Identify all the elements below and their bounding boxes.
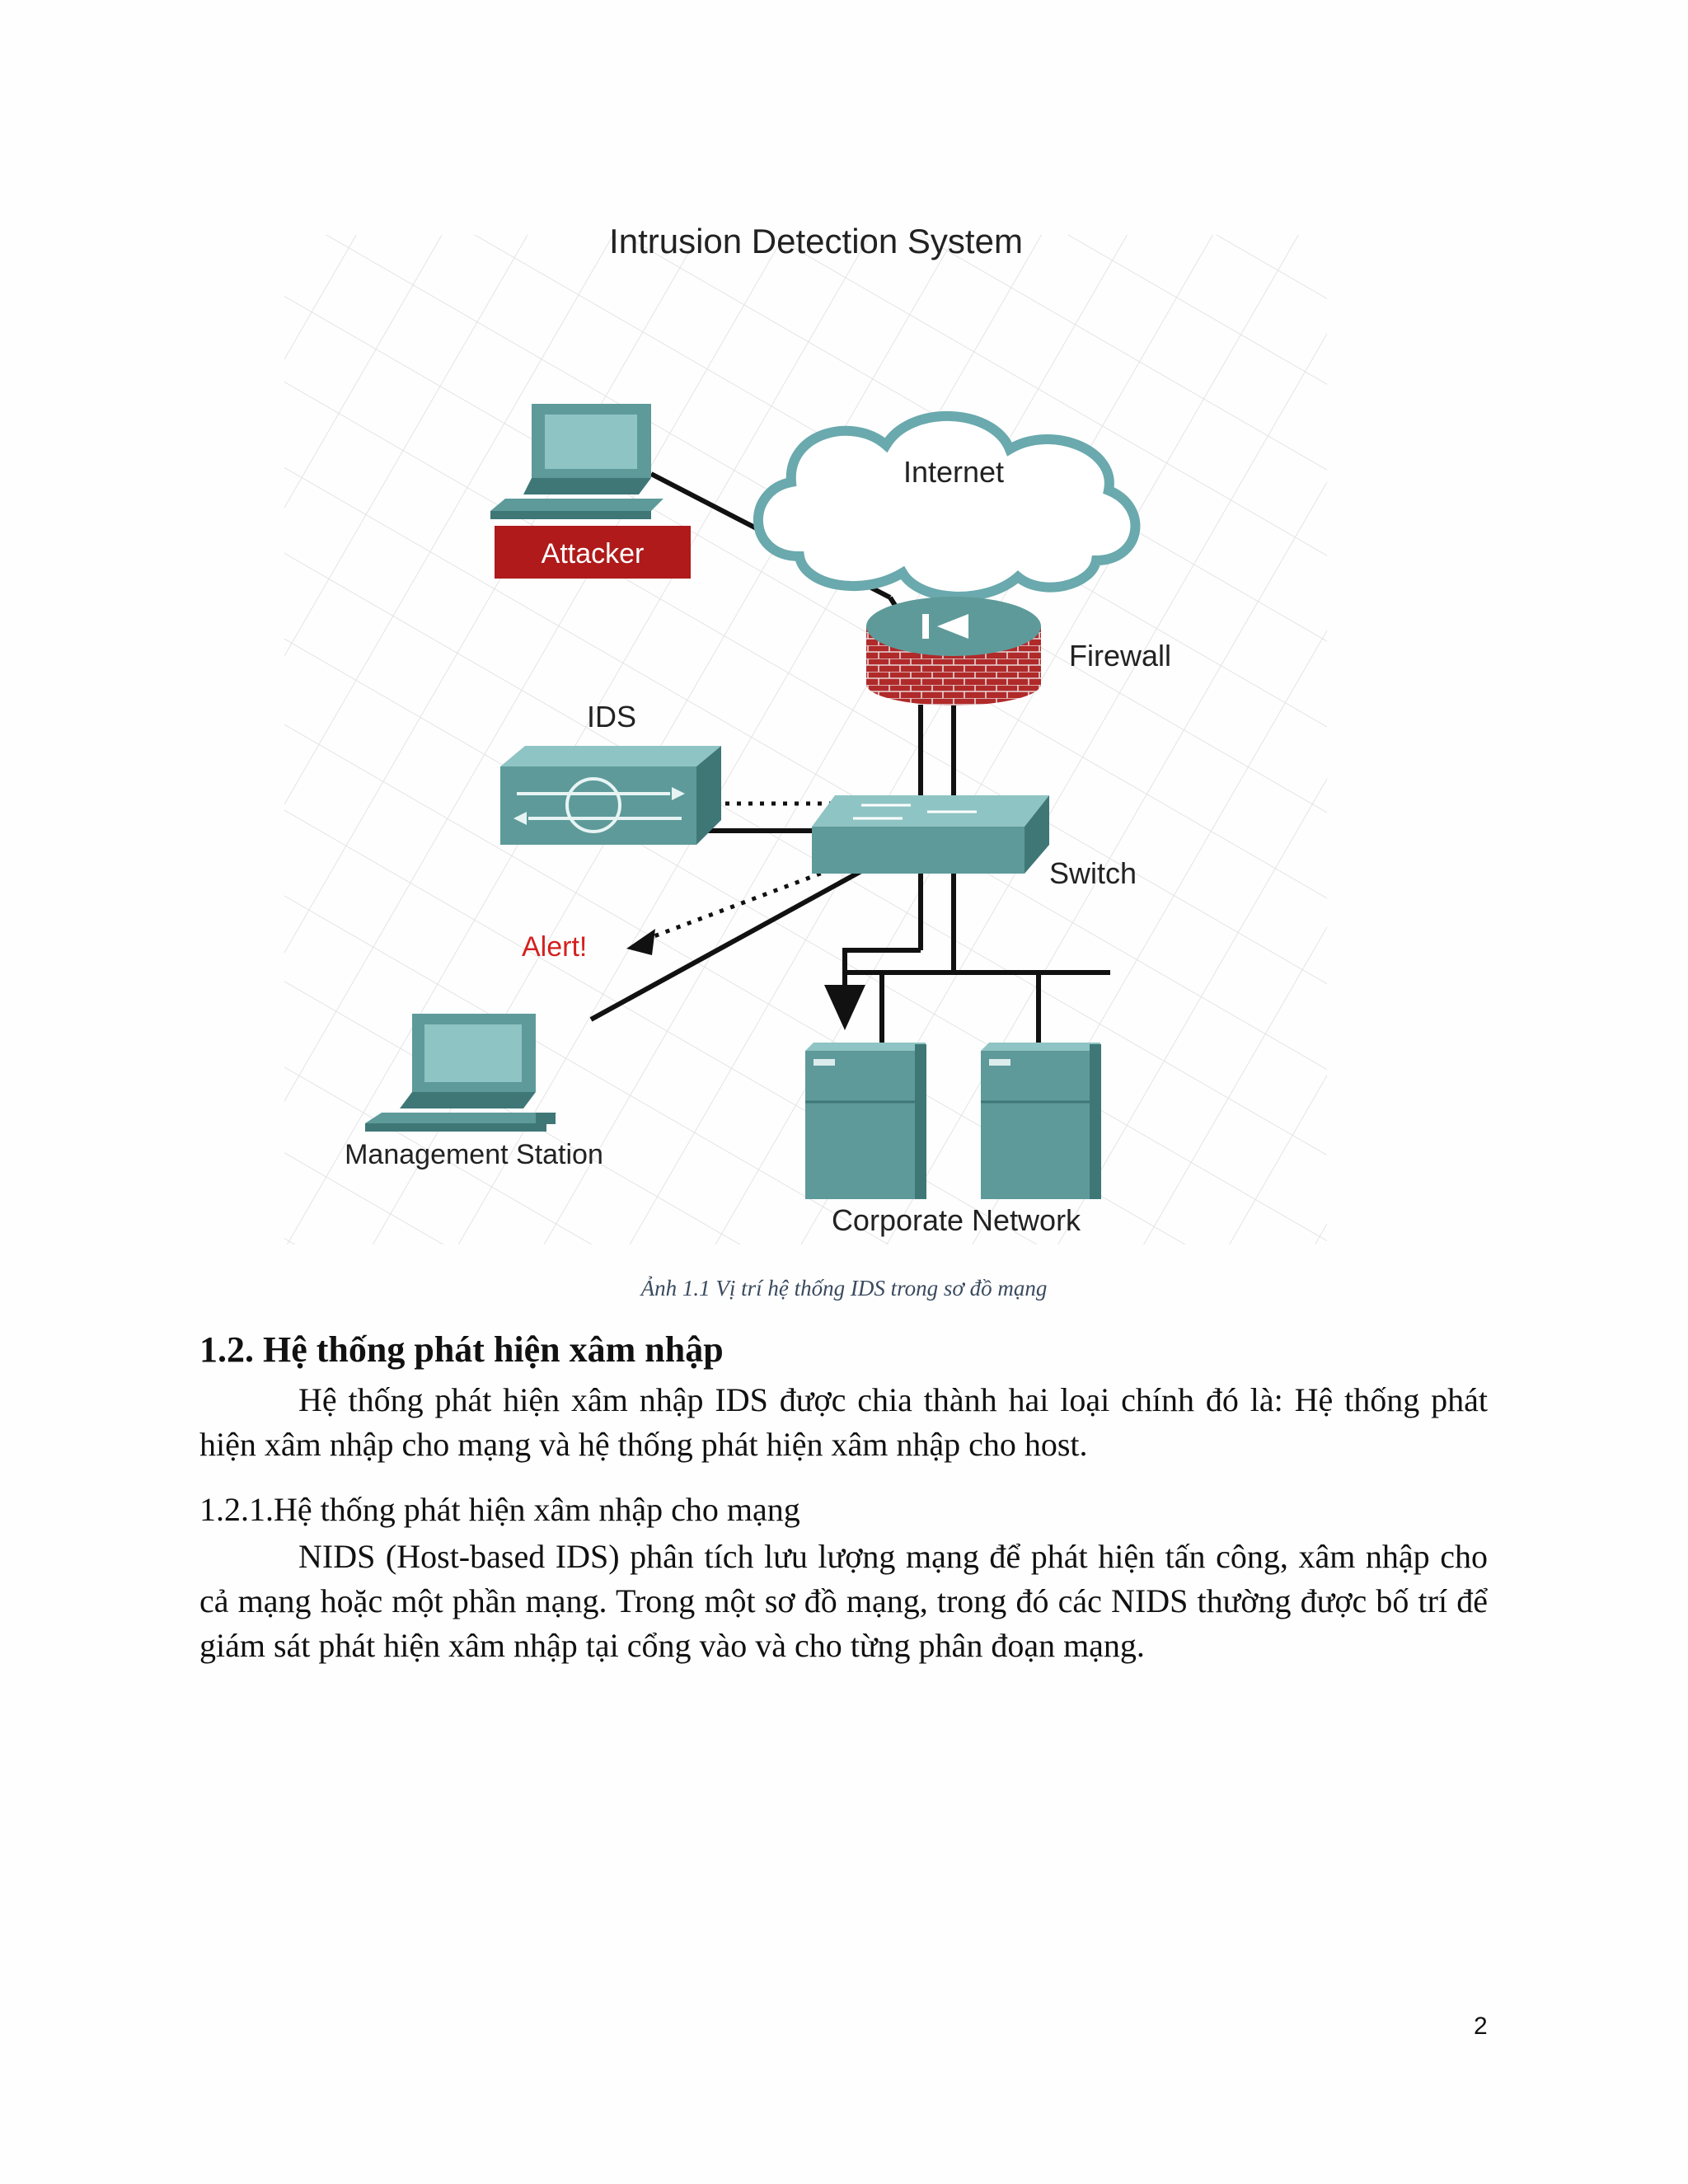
- switch-label: Switch: [1049, 856, 1137, 890]
- server-2: [981, 1043, 1101, 1199]
- switch-device: Switch: [812, 795, 1137, 890]
- management-station-label: Management Station: [345, 1139, 603, 1170]
- attacker-label: Attacker: [542, 538, 645, 569]
- attacker-computer: Attacker: [490, 404, 691, 579]
- ids-device: IDS: [500, 700, 721, 845]
- firewall-device: Firewall: [866, 597, 1171, 705]
- figure-title: Intrusion Detection System: [609, 222, 1023, 260]
- down-arrow: [824, 985, 865, 1030]
- ids-label: IDS: [587, 700, 636, 733]
- server-1: [805, 1043, 926, 1199]
- page-number: 2: [1474, 2013, 1488, 2040]
- paragraph-2-text: NIDS (Host-based IDS) phân tích lưu lượn…: [199, 1538, 1488, 1664]
- alert-arrowhead: [626, 929, 655, 955]
- ids-network-diagram: Intrusion Detection System: [284, 210, 1327, 1253]
- figure-caption: Ảnh 1.1 Vị trí hệ thống IDS trong sơ đồ …: [640, 1276, 1048, 1301]
- corporate-network-label: Corporate Network: [832, 1203, 1081, 1237]
- section-heading: 1.2. Hệ thống phát hiện xâm nhập: [199, 1329, 724, 1370]
- internet-cloud: Internet: [753, 410, 1141, 602]
- alert-label: Alert!: [522, 931, 587, 963]
- paragraph-1: Hệ thống phát hiện xâm nhập IDS được chi…: [199, 1378, 1488, 1467]
- paragraph-2: NIDS (Host-based IDS) phân tích lưu lượn…: [199, 1535, 1488, 1668]
- subsection-heading: 1.2.1.Hệ thống phát hiện xâm nhập cho mạ…: [199, 1491, 800, 1528]
- management-station-computer: Management Station: [345, 1014, 603, 1170]
- paragraph-1-text: Hệ thống phát hiện xâm nhập IDS được chi…: [199, 1381, 1488, 1463]
- attacker-badge: [495, 526, 691, 579]
- internet-label: Internet: [903, 455, 1004, 489]
- corporate-network-servers: Corporate Network: [805, 1043, 1101, 1237]
- firewall-label: Firewall: [1069, 639, 1171, 673]
